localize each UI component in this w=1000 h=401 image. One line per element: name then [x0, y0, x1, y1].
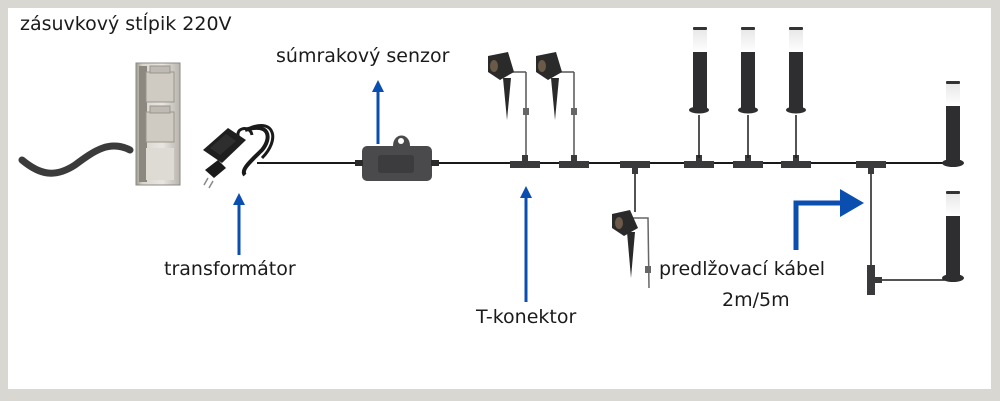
arrow-to-sensor [372, 80, 384, 144]
arrow-to-transformer [233, 193, 245, 255]
spotlight-icon [488, 52, 529, 160]
extension-cable-length: 2m/5m [722, 289, 790, 311]
sensor-label: súmrakový senzor [276, 45, 450, 67]
bollard-light-icon [786, 27, 806, 158]
t-connector-icon [781, 155, 811, 168]
socket-post-label: zásuvkový stĺpik 220V [20, 12, 232, 35]
bollard-light-icon [942, 81, 964, 167]
bollard-light-icon [942, 191, 964, 282]
transformer-icon [203, 124, 275, 189]
arrow-to-t-connector [520, 186, 532, 302]
t-connector-label: T-konektor [475, 306, 576, 328]
bollard-light-icon [738, 27, 758, 158]
socket-post-icon [135, 62, 181, 186]
mains-cable [18, 142, 134, 177]
spotlight-icon [612, 210, 651, 289]
transformer-label: transformátor [164, 258, 296, 280]
t-connector-icon [867, 265, 882, 295]
extension-cable-label: predlžovací kábel [659, 258, 825, 280]
t-connector-icon [733, 155, 763, 168]
dusk-sensor-icon [355, 135, 439, 181]
t-connector-icon [559, 155, 589, 168]
arrow-to-extension-cable [793, 189, 864, 250]
t-connector-icon [620, 161, 650, 174]
spotlight-icon [536, 52, 577, 160]
bollard-light-icon [689, 27, 709, 158]
t-connector-icon [684, 155, 714, 168]
t-connector-icon [856, 161, 886, 174]
t-connector-icon [510, 155, 540, 168]
